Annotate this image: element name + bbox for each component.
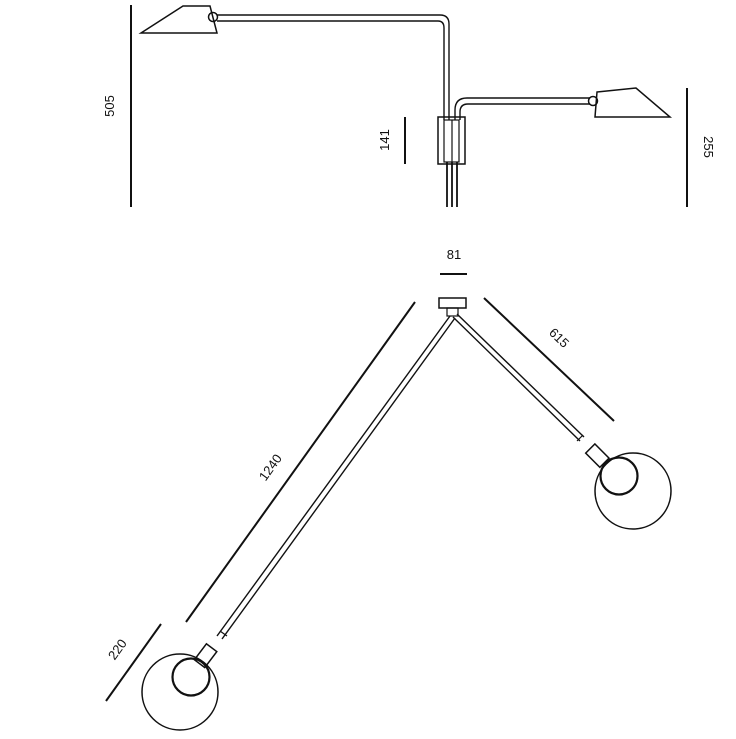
dim-line-long-arm [185,301,416,623]
dim-label-height-right: 255 [701,136,716,158]
upper-arm-rod [217,14,450,120]
short-arm-tick [576,434,584,442]
upper-arm-rod-inner [217,20,445,120]
upper-shade-knuckle [207,11,219,23]
long-arm-rod [216,315,451,637]
lower-arm-rod [454,97,590,120]
plan-view: 81 1240 615 220 [105,247,672,731]
long-arm-rod-inner [221,317,456,640]
lower-shade [594,87,673,118]
long-arm-tick [219,630,228,637]
short-arm-rod [452,316,581,442]
lower-shade-knuckle [587,95,599,107]
lower-arm-rod-inner [459,103,590,120]
short-arm-head-collar [584,442,611,469]
long-arm-head-collar [193,642,218,669]
upper-shade-outer [594,452,672,530]
lower-shade-outer [141,653,219,731]
dim-label-long-arm: 1240 [256,451,285,483]
upper-shade-inner [599,456,639,496]
short-arm-rod-inner [456,313,585,438]
lower-shade-inner [171,657,211,697]
side-elevation-view: 505 141 255 [102,5,716,207]
plan-mount-block [438,297,467,309]
dim-label-height-left: 505 [102,95,117,117]
dim-line-shade-diameter [105,623,162,702]
plan-mount-pivot [446,307,459,317]
dim-label-mount-width: 81 [447,247,461,262]
dim-label-short-arm: 615 [546,325,572,351]
dim-label-shade-diameter: 220 [105,636,130,662]
dim-label-mount-height: 141 [377,129,392,151]
upper-shade [138,5,218,34]
dim-line-short-arm [483,297,615,422]
